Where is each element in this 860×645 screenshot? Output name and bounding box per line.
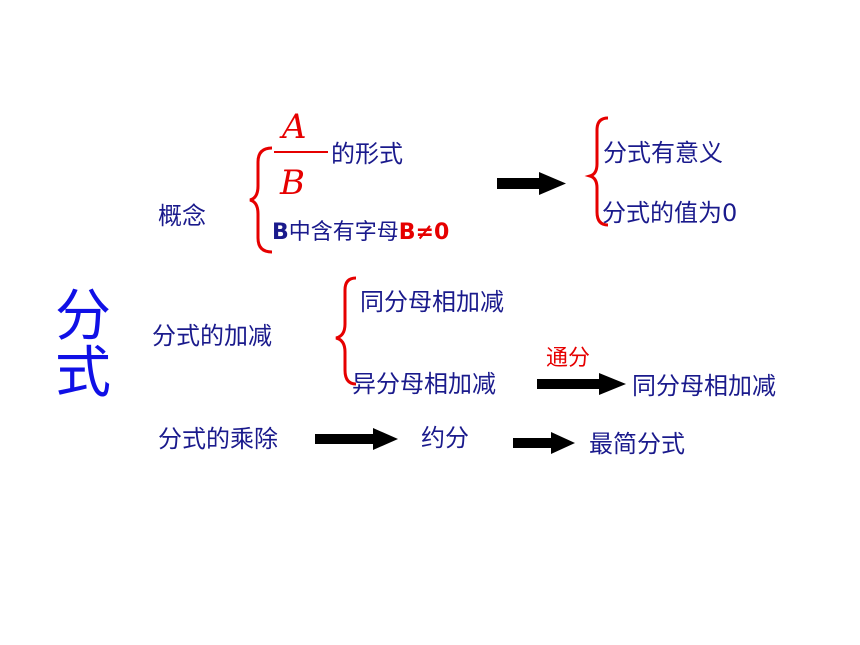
arrow-mul-div-yuefen bbox=[315, 428, 398, 450]
condition-text: B中含有字母B≠0 bbox=[272, 222, 449, 244]
form-text: 的形式 bbox=[331, 140, 403, 168]
mul-div-label: 分式的乘除 bbox=[158, 425, 278, 453]
result-zero: 分式的值为0 bbox=[602, 199, 738, 227]
diff-denominator-text: 异分母相加减 bbox=[352, 370, 496, 398]
add-sub-brace bbox=[335, 276, 357, 386]
results-brace bbox=[584, 116, 609, 227]
arrow-tongfen bbox=[537, 373, 626, 395]
condition-suffix: B≠0 bbox=[398, 220, 450, 245]
concept-label: 概念 bbox=[158, 202, 206, 230]
tongfen-label: 通分 bbox=[546, 346, 591, 371]
arrow-concept-results bbox=[497, 172, 566, 195]
result-meaningful: 分式有意义 bbox=[603, 139, 723, 167]
diagram-title: 分式 bbox=[55, 284, 111, 406]
add-sub-result: 同分母相加减 bbox=[632, 372, 776, 400]
condition-prefix: B bbox=[272, 220, 289, 245]
condition-mid: 中含有字母 bbox=[288, 220, 399, 245]
yuefen-text: 约分 bbox=[421, 424, 469, 452]
simplest-fraction-text: 最简分式 bbox=[589, 430, 685, 458]
fraction-numerator: A bbox=[282, 107, 307, 147]
add-sub-label: 分式的加减 bbox=[152, 322, 272, 350]
same-denominator-text: 同分母相加减 bbox=[360, 288, 504, 316]
fraction-denominator: B bbox=[280, 163, 305, 203]
arrow-yuefen-simplest bbox=[513, 432, 575, 454]
concept-brace bbox=[249, 146, 273, 254]
